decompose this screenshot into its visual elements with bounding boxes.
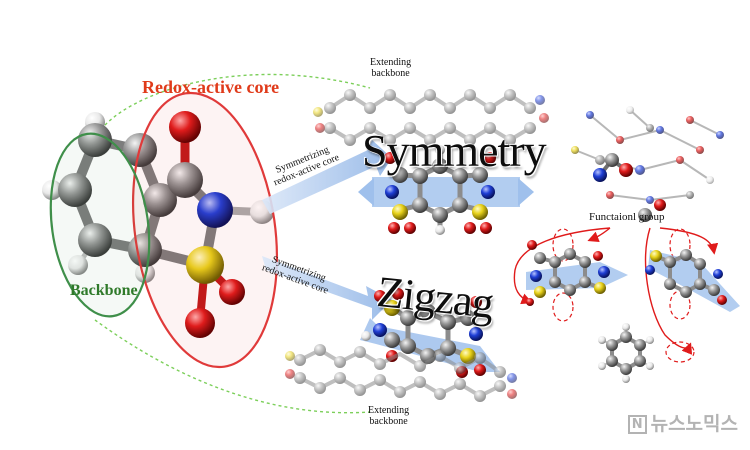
symmetrizing-arrow-bottom (262, 256, 392, 320)
backbone-ring (49, 132, 151, 318)
extending-backbone-bottom-label: Extending backbone (368, 405, 409, 427)
derivative-molecule-b (645, 249, 740, 312)
watermark-badge: N (627, 415, 647, 434)
symmetry-title: Symmetry (362, 125, 547, 176)
extended-backbone-bottom (285, 344, 517, 402)
saccharin-molecule-model (42, 111, 274, 338)
benzene-molecule (598, 323, 654, 383)
red-arrow-right (659, 227, 719, 255)
extending-top-line1: Extending (370, 57, 412, 68)
dashed-connector (94, 73, 371, 414)
derivative-molecule-a (526, 240, 628, 306)
extending-bottom-line2: backbone (369, 416, 408, 427)
symmetrizing-arrow-top (262, 140, 392, 214)
functional-group-label: Functaionl group (589, 211, 665, 223)
extending-top-line2: backbone (371, 68, 410, 79)
extended-backbone-top (313, 89, 549, 146)
zigzag-molecule (360, 288, 500, 378)
watermark-text: 뉴스노믹스 (650, 413, 738, 435)
red-arrow-down (644, 227, 693, 355)
backbone-label: Backbone (70, 282, 138, 299)
extending-backbone-top-label: Extending backbone (370, 57, 411, 79)
redox-core-label: Redox-active core (142, 77, 280, 97)
symmetry-molecule (358, 145, 534, 235)
functional-group-cluster (571, 106, 724, 204)
red-arrow-left (513, 227, 611, 305)
red-arrow-center (587, 227, 611, 243)
redox-active-core-ring (131, 91, 279, 369)
extending-bottom-line1: Extending (368, 405, 410, 416)
